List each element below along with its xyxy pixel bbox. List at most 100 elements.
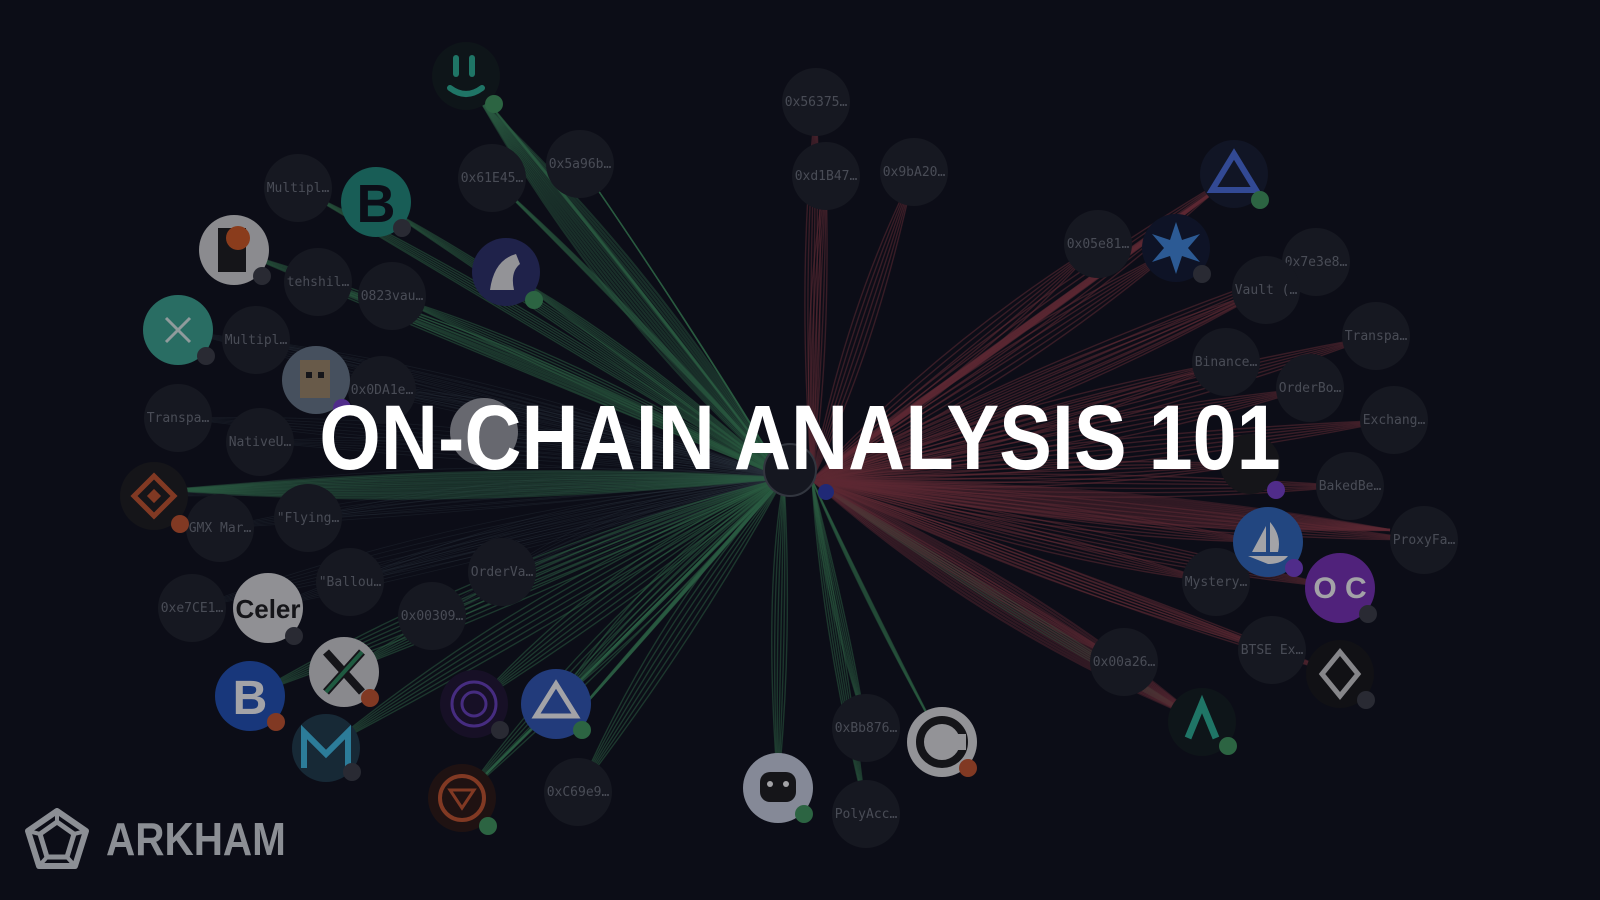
star-logo-node[interactable] (1142, 214, 1211, 283)
svg-text:ProxyFa…: ProxyFa… (1393, 533, 1456, 548)
flow-edge (381, 389, 785, 479)
flow-bundle-edge (479, 99, 785, 479)
flow-edge (391, 295, 785, 479)
celer-logo-node[interactable]: Celer (233, 573, 303, 645)
bancor-logo-node[interactable]: B (215, 661, 285, 731)
flow-edge (343, 477, 785, 673)
address-node[interactable]: Vault (… (1232, 256, 1300, 324)
address-node[interactable]: 0x0DA1e… (348, 356, 416, 424)
address-node[interactable]: NativeU… (226, 408, 294, 476)
arbitrum-triangle-logo-node[interactable] (1200, 140, 1269, 209)
flow-bundle-edge (469, 477, 785, 791)
flow-edge (777, 477, 785, 789)
address-node[interactable]: GMX Mar… (186, 494, 254, 562)
flow-edge (461, 477, 785, 799)
svg-text:Celer: Celer (235, 594, 300, 624)
cow-logo-node[interactable] (743, 753, 813, 823)
address-node[interactable]: 0x7e3e8… (1282, 228, 1350, 296)
flow-bundle-edge (811, 478, 1391, 532)
address-node[interactable]: 0823vau… (358, 262, 426, 330)
svg-text:0x56375…: 0x56375… (785, 95, 848, 110)
address-node[interactable]: 0x61E45… (458, 144, 526, 212)
metis-logo-node[interactable] (292, 714, 361, 782)
triangle-blue-logo-node[interactable] (521, 669, 591, 739)
purple-orb-logo-node[interactable] (440, 670, 509, 739)
x-teal-logo-node[interactable] (143, 295, 215, 365)
address-node[interactable]: 0xd1B47… (792, 142, 860, 210)
svg-text:GMX Mar…: GMX Mar… (189, 521, 252, 536)
flow-bundle-edge (479, 99, 785, 479)
flow-bundle-edge (169, 472, 785, 492)
oc-logo-node[interactable]: O C (1305, 553, 1377, 623)
address-node[interactable]: OrderBo… (1276, 354, 1344, 422)
center-grey-logo-node[interactable] (450, 398, 518, 466)
flow-edge (483, 431, 785, 479)
flow-bundle-edge (811, 478, 1201, 721)
address-node[interactable]: "Flying… (274, 484, 342, 552)
b-teal-logo-node[interactable]: B (341, 167, 411, 237)
profile-logo-node[interactable] (199, 215, 271, 285)
pixel-ape-logo-node[interactable] (282, 346, 351, 417)
svg-text:0xd1B47…: 0xd1B47… (795, 169, 858, 184)
flow-bundle-edge (469, 477, 785, 791)
flow-edge (483, 431, 785, 479)
address-node[interactable]: BakedBe… (1316, 452, 1384, 520)
unicorn-logo-node[interactable] (472, 238, 543, 309)
flow-edge (501, 477, 785, 573)
address-node[interactable]: 0x9bA20… (880, 138, 948, 206)
address-node[interactable]: Transpa… (144, 384, 212, 452)
svg-text:0x7e3e8…: 0x7e3e8… (1285, 255, 1348, 270)
diamond-star-logo-node[interactable] (1306, 640, 1375, 709)
flow-bundle-edge (579, 477, 785, 711)
flow-edge (811, 175, 827, 481)
flow-edge (811, 171, 915, 481)
flow-edge (811, 460, 1251, 481)
address-node[interactable]: Transpa… (1342, 302, 1410, 370)
address-node[interactable]: ProxyFa… (1390, 506, 1458, 574)
opensea-logo-node[interactable] (1233, 507, 1303, 577)
binance-logo-node[interactable] (120, 462, 189, 533)
address-node[interactable]: 0x56375… (782, 68, 850, 136)
svg-text:0xBb876…: 0xBb876… (835, 721, 898, 736)
address-node[interactable]: BTSE Ex… (1238, 616, 1306, 684)
flow-edge (483, 431, 785, 479)
brand-logo[interactable]: ARKHAM (24, 808, 310, 870)
flow-bundle-edge (811, 478, 1391, 532)
flow-bundle-edge (479, 99, 785, 479)
flow-bundle-edge (811, 479, 1201, 721)
address-node[interactable]: 0x05e81… (1064, 210, 1132, 278)
address-node[interactable]: "Ballou… (316, 548, 384, 616)
address-node[interactable]: OrderVa… (468, 538, 536, 606)
c-coin-logo-node[interactable] (907, 707, 977, 777)
address-node[interactable]: tehshil… (284, 248, 352, 316)
flow-edge (811, 171, 915, 481)
address-node[interactable]: Multipl… (222, 306, 290, 374)
address-node[interactable]: 0x5a96b… (546, 130, 614, 198)
bu-logo-node[interactable] (1220, 434, 1285, 499)
flow-bundle-edge (469, 477, 785, 791)
wallet-smile-logo-node[interactable] (432, 42, 503, 113)
flow-edge (375, 201, 785, 479)
address-node[interactable]: Mystery… (1182, 548, 1250, 616)
flow-edge (505, 271, 785, 479)
address-node[interactable]: 0x00309… (398, 582, 466, 650)
address-node[interactable]: Multipl… (264, 154, 332, 222)
address-node[interactable]: Exchang… (1360, 386, 1428, 454)
address-node[interactable]: 0xe7CE1… (158, 574, 226, 642)
orange-ring-logo-node[interactable] (428, 764, 497, 835)
address-node[interactable]: PolyAcc… (832, 780, 900, 848)
flow-edge (811, 173, 1235, 481)
flow-edge (810, 175, 827, 481)
address-node[interactable]: 0xC69e9… (544, 758, 612, 826)
flow-edge (776, 477, 785, 789)
x-dark-logo-node[interactable] (309, 637, 379, 707)
svg-text:Exchang…: Exchang… (1363, 413, 1426, 428)
flow-edge (473, 477, 785, 705)
flow-bundle-edge (811, 478, 1391, 532)
address-node[interactable]: Binance… (1192, 328, 1260, 396)
address-node[interactable]: 0x00a26… (1090, 628, 1158, 696)
address-node[interactable]: 0xBb876… (832, 694, 900, 762)
flow-bundle-edge (579, 477, 785, 711)
arrow-teal-logo-node[interactable] (1168, 688, 1237, 756)
